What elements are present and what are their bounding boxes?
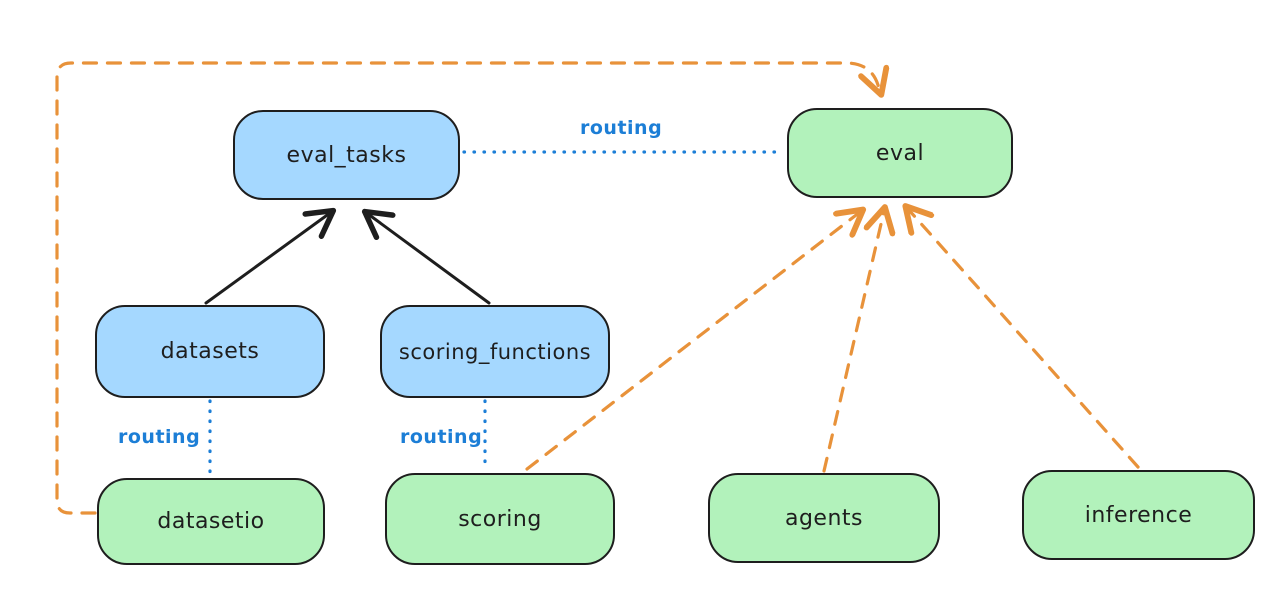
node-scoring-label: scoring: [458, 506, 542, 532]
node-agents: agents: [708, 473, 940, 563]
node-scoring_functions-label: scoring_functions: [398, 339, 592, 364]
node-eval_tasks-label: eval_tasks: [286, 142, 407, 168]
edge-label-routing-top: routing: [580, 117, 663, 139]
node-scoring: scoring: [385, 473, 615, 565]
edge-label-routing-datasets: routing: [118, 426, 201, 448]
node-datasets: datasets: [95, 305, 325, 398]
edge-inference-to-eval: [908, 209, 1140, 469]
node-inference-label: inference: [1084, 502, 1193, 528]
edge-agents-to-eval: [822, 211, 884, 473]
node-scoring_functions: scoring_functions: [380, 305, 610, 398]
node-datasets-label: datasets: [160, 339, 260, 364]
edge-datasetio-to-eval: [55, 61, 880, 515]
node-eval-label: eval: [875, 140, 925, 166]
edge-datasets-to-eval_tasks: [204, 207, 337, 305]
node-agents-label: agents: [784, 505, 863, 531]
node-inference: inference: [1022, 470, 1255, 560]
edge-label-routing-scoring: routing: [400, 426, 483, 448]
node-datasetio-label: datasetio: [157, 509, 265, 534]
node-eval: eval: [787, 108, 1013, 198]
edge-scoring_functions-to-eval_tasks: [361, 208, 491, 305]
node-eval_tasks: eval_tasks: [233, 110, 460, 200]
node-datasetio: datasetio: [97, 478, 325, 565]
edge-scoring-to-eval: [525, 212, 860, 471]
